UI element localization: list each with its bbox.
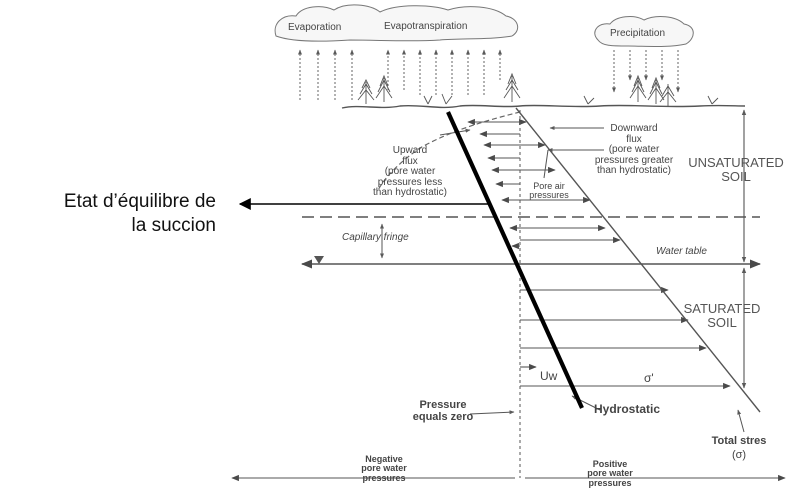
downward-flux-line-3: (pore water [608,144,660,155]
pore-air-label: Pore air pressures [524,181,574,201]
positive-pore-pressure-label: Positive pore water pressures [560,459,660,488]
capillary-fringe-label: Capillary fringe [342,232,409,243]
negative-pore-pressure-label: Negative pore water pressures [334,454,434,483]
negative-line-3: pressures [362,472,406,483]
annotation-line-2: la succion [131,214,217,236]
pressure-arrows-unsaturated [519,118,606,232]
precipitation-arrows [612,50,680,93]
downward-flux-line-1: Downward [610,123,658,134]
cloud-left [274,4,519,42]
upward-flux-label: Upward flux (pore water pressures less t… [362,145,458,199]
evaporation-label: Evaporation [288,22,342,33]
positive-line-1: Positive [592,459,628,469]
annotation-line-1: Etat d’équilibre de [63,191,216,212]
downward-flux-line-2: flux [626,133,642,145]
suction-equilibrium-annotation: Etat d’équilibre de la succion [0,190,216,238]
saturated-soil-label: SATURATED SOIL [682,302,762,329]
precipitation-label: Precipitation [610,28,666,39]
total-stress-line-1: Total stres [711,435,767,447]
total-stress-line [515,107,761,413]
water-table-marker [314,256,324,264]
downward-flux-line-5: than hydrostatic) [597,165,671,176]
saturated-line-1: SATURATED [683,301,761,316]
pressure-arrows-negative [467,118,520,250]
unsaturated-line-2: SOIL [721,168,751,184]
water-table-label: Water table [656,246,707,257]
uw-label: Uw [540,369,558,383]
upward-flux-line-5: than hydrostatic) [373,187,447,198]
upward-flux-line-3: (pore water [384,166,436,177]
ground-surface [341,104,746,109]
tree-icons [357,72,719,106]
sigma-prime-label: σ' [644,371,654,385]
downward-flux-line-4: pressures greater [594,154,674,166]
unsaturated-line-1: UNSATURATED [688,155,784,170]
upward-flux-line-2: flux [402,155,418,167]
evapotranspiration-label: Evapotranspiration [384,21,468,32]
unsaturated-soil-label: UNSATURATED SOIL [684,156,788,183]
positive-line-3: pressures [588,477,632,488]
positive-line-2: pore water [587,468,633,479]
pressure-zero-label: Pressure equals zero [408,399,478,423]
hydrostatic-label: Hydrostatic [594,402,661,416]
pore-air-line-2: pressures [529,190,569,201]
pressure-zero-line-2: equals zero [412,410,474,423]
upward-flux-line-1: Upward [392,145,428,156]
negative-line-1: Negative [365,454,403,464]
evaporation-arrows [298,49,502,100]
upward-flux-curve [377,111,521,191]
total-stress-line-2: (σ) [731,448,747,461]
pore-air-line-1: Pore air [533,181,565,191]
upward-flux-line-4: pressures less [377,176,443,188]
saturated-line-2: SOIL [707,314,737,330]
downward-flux-label: Downward flux (pore water pressures grea… [582,123,686,177]
pressure-arrows-saturated [520,236,731,390]
pressure-zero-line-1: Pressure [419,399,467,411]
cloud-right [594,16,694,47]
suction-equilibrium-line [446,111,584,409]
negative-line-2: pore water [361,463,407,474]
total-stress-label: Total stres (σ) [704,435,774,461]
